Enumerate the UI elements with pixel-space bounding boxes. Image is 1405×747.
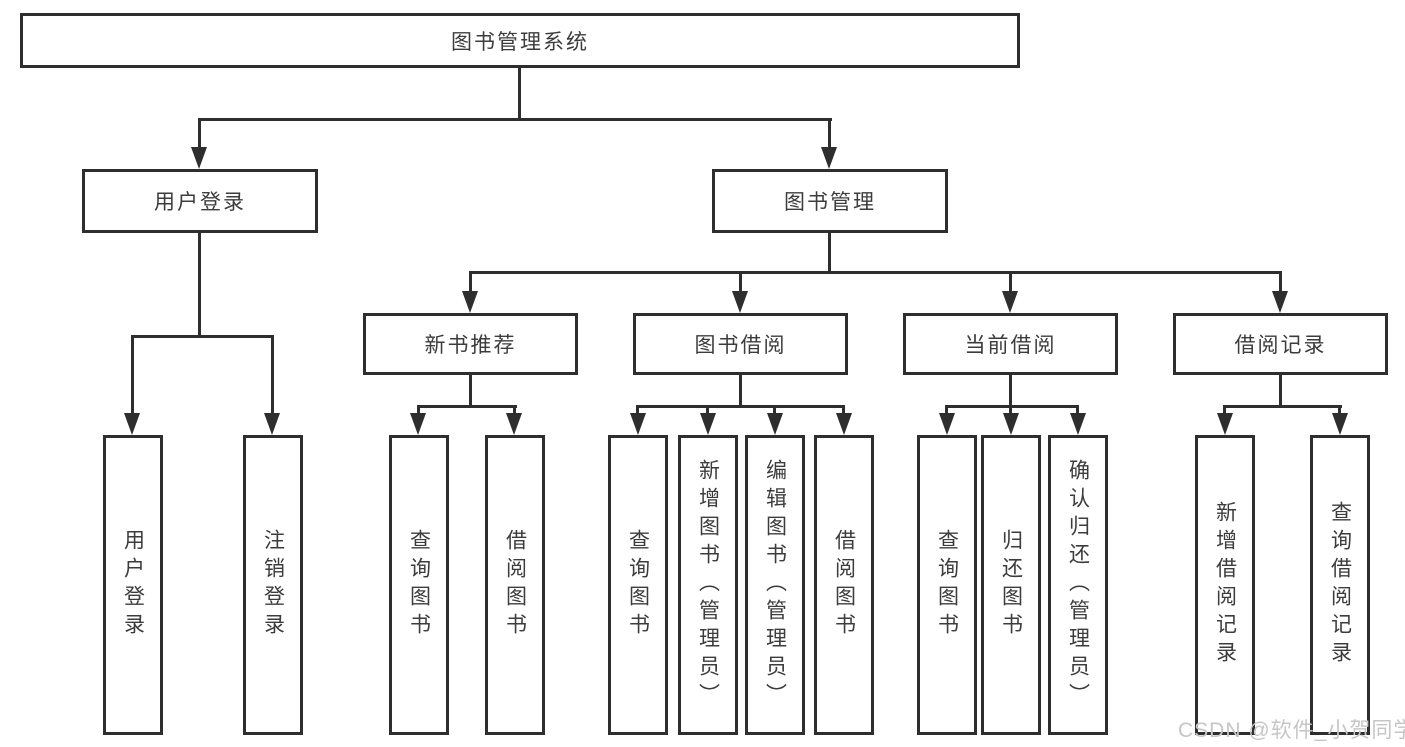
arrowhead-down <box>1332 413 1348 435</box>
node-user-login-label: 用户登录 <box>154 191 246 214</box>
connector-line <box>417 405 517 408</box>
node-book-borrow-label: 图书借阅 <box>694 334 787 357</box>
connector-line <box>739 271 742 293</box>
arrowhead-down <box>1003 413 1019 435</box>
arrowhead-down <box>264 413 280 435</box>
arrowhead-down <box>1217 413 1233 435</box>
connector-line <box>1076 405 1079 415</box>
connector-line <box>828 233 831 271</box>
leaf-add-book-admin-label: 新增图书（管理员） <box>696 459 720 711</box>
leaf-borrow-books-borrow-label: 借阅图书 <box>832 529 856 641</box>
node-borrow-records: 借阅记录 <box>1173 313 1388 375</box>
leaf-logout: 注销登录 <box>243 435 303 735</box>
connector-line <box>469 271 1282 274</box>
connector-line <box>1223 405 1342 408</box>
connector-line <box>131 335 274 338</box>
connector-line <box>1279 375 1282 405</box>
arrowhead-down <box>821 147 837 169</box>
arrowhead-down <box>939 413 955 435</box>
node-book-management: 图书管理 <box>712 169 948 233</box>
csdn-watermark: CSDN @软件_小贺同学 <box>1178 719 1405 742</box>
leaf-return-books-label: 归还图书 <box>999 529 1023 641</box>
leaf-add-borrow-record-label: 新增借阅记录 <box>1213 501 1237 669</box>
leaf-edit-book-admin-label: 编辑图书（管理员） <box>763 459 787 711</box>
arrowhead-down <box>1272 291 1288 313</box>
leaf-edit-book-admin: 编辑图书（管理员） <box>745 435 805 735</box>
arrowhead-down <box>506 413 522 435</box>
connector-line <box>1009 271 1012 293</box>
leaf-add-book-admin: 新增图书（管理员） <box>678 435 738 735</box>
connector-line <box>518 68 521 118</box>
leaf-user-login: 用户登录 <box>103 435 163 735</box>
connector-line <box>828 118 831 152</box>
connector-line <box>198 118 832 121</box>
arrowhead-down <box>630 413 646 435</box>
node-borrow-records-label: 借阅记录 <box>1234 334 1327 357</box>
node-new-book-recommend-label: 新书推荐 <box>424 334 517 357</box>
connector-line <box>945 405 948 415</box>
node-new-book-recommend: 新书推荐 <box>363 313 578 375</box>
leaf-query-borrow-record-label: 查询借阅记录 <box>1328 501 1352 669</box>
leaf-add-borrow-record: 新增借阅记录 <box>1195 435 1255 735</box>
arrowhead-down <box>836 413 852 435</box>
leaf-query-books-recommend: 查询图书 <box>389 435 449 735</box>
connector-line <box>739 375 742 405</box>
leaf-query-books-current-label: 查询图书 <box>935 529 959 641</box>
connector-line <box>1338 405 1341 415</box>
connector-line <box>636 405 845 408</box>
connector-line <box>198 118 201 152</box>
leaf-logout-label: 注销登录 <box>261 529 285 641</box>
leaf-user-login-label: 用户登录 <box>121 529 145 641</box>
arrowhead-down <box>410 413 426 435</box>
connector-line <box>636 405 639 415</box>
arrowhead-down <box>732 291 748 313</box>
connector-line <box>706 405 709 415</box>
connector-line <box>1009 375 1012 405</box>
connector-line <box>469 375 472 405</box>
arrowhead-down <box>462 291 478 313</box>
node-book-management-label: 图书管理 <box>784 191 876 214</box>
connector-line <box>1009 405 1012 415</box>
leaf-query-borrow-record: 查询借阅记录 <box>1310 435 1370 735</box>
leaf-query-books-borrow: 查询图书 <box>608 435 668 735</box>
connector-line <box>198 233 201 335</box>
connector-line <box>945 405 1079 408</box>
node-user-login: 用户登录 <box>82 169 318 233</box>
node-root-label: 图书管理系统 <box>451 30 589 54</box>
arrowhead-down <box>700 413 716 435</box>
connector-line <box>773 405 776 415</box>
connector-line <box>1223 405 1226 415</box>
connector-line <box>417 405 420 415</box>
connector-line <box>131 335 134 417</box>
node-root: 图书管理系统 <box>20 13 1020 68</box>
connector-line <box>271 335 274 417</box>
connector-line <box>842 405 845 415</box>
leaf-return-books: 归还图书 <box>981 435 1041 735</box>
node-book-borrow: 图书借阅 <box>633 313 848 375</box>
connector-line <box>1279 271 1282 293</box>
leaf-query-books-recommend-label: 查询图书 <box>407 529 431 641</box>
connector-line <box>513 405 516 415</box>
arrowhead-down <box>191 147 207 169</box>
leaf-query-books-borrow-label: 查询图书 <box>626 529 650 641</box>
leaf-confirm-return-admin-label: 确认归还（管理员） <box>1066 459 1090 711</box>
node-current-borrow-label: 当前借阅 <box>964 334 1057 357</box>
connector-line <box>469 271 472 293</box>
arrowhead-down <box>1070 413 1086 435</box>
leaf-borrow-books-recommend: 借阅图书 <box>485 435 545 735</box>
arrowhead-down <box>767 413 783 435</box>
leaf-query-books-current: 查询图书 <box>917 435 977 735</box>
node-current-borrow: 当前借阅 <box>903 313 1118 375</box>
arrowhead-down <box>1002 291 1018 313</box>
leaf-confirm-return-admin: 确认归还（管理员） <box>1048 435 1108 735</box>
arrowhead-down <box>124 413 140 435</box>
leaf-borrow-books-borrow: 借阅图书 <box>814 435 874 735</box>
leaf-borrow-books-recommend-label: 借阅图书 <box>503 529 527 641</box>
